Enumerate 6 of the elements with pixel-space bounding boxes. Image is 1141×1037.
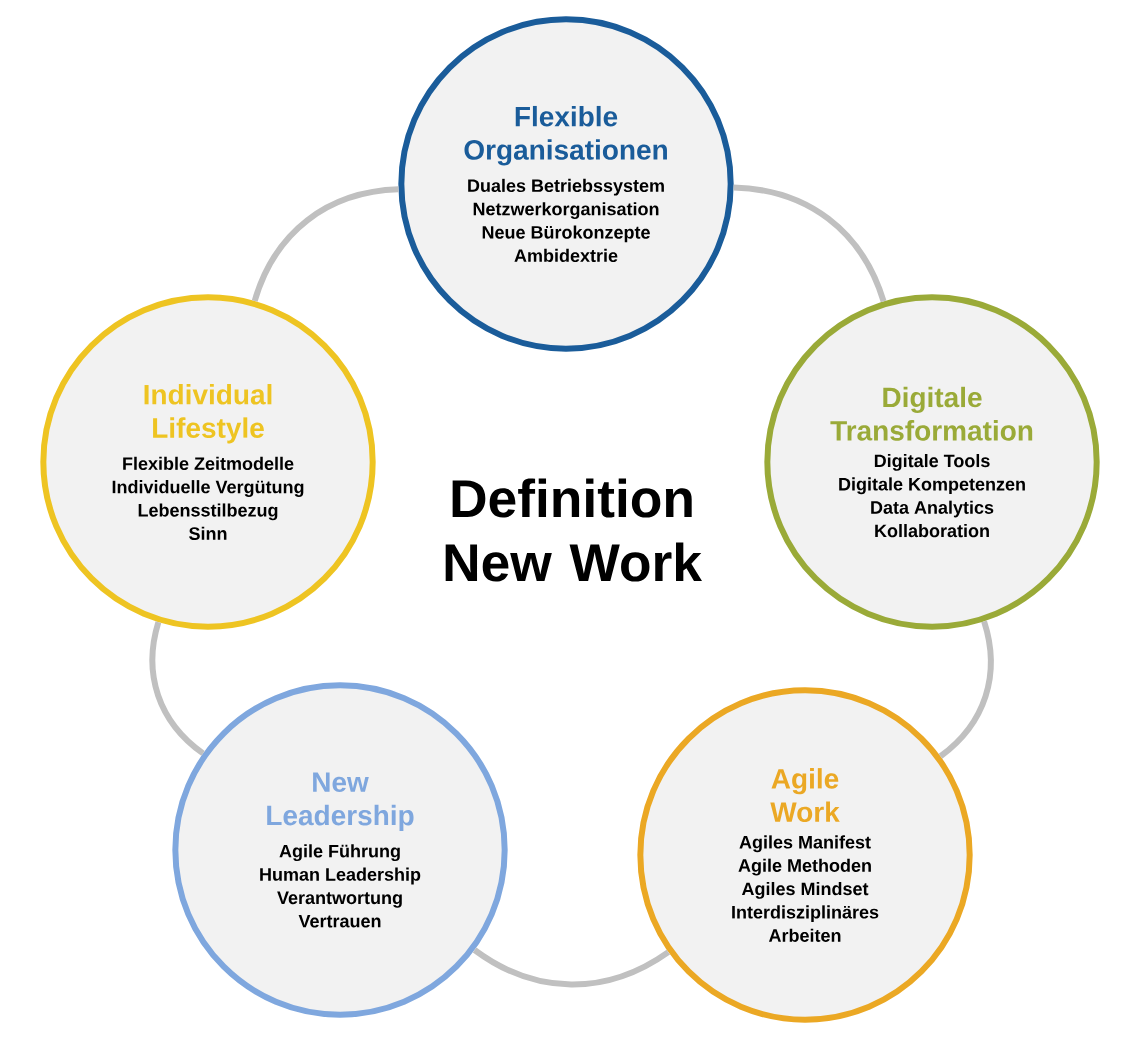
ring-arc xyxy=(472,947,670,988)
ring-arc xyxy=(149,621,205,756)
ring-arc xyxy=(938,620,994,759)
ring-arc xyxy=(251,186,399,302)
title: Definition New Work xyxy=(445,478,702,582)
ring-arc xyxy=(733,184,887,303)
